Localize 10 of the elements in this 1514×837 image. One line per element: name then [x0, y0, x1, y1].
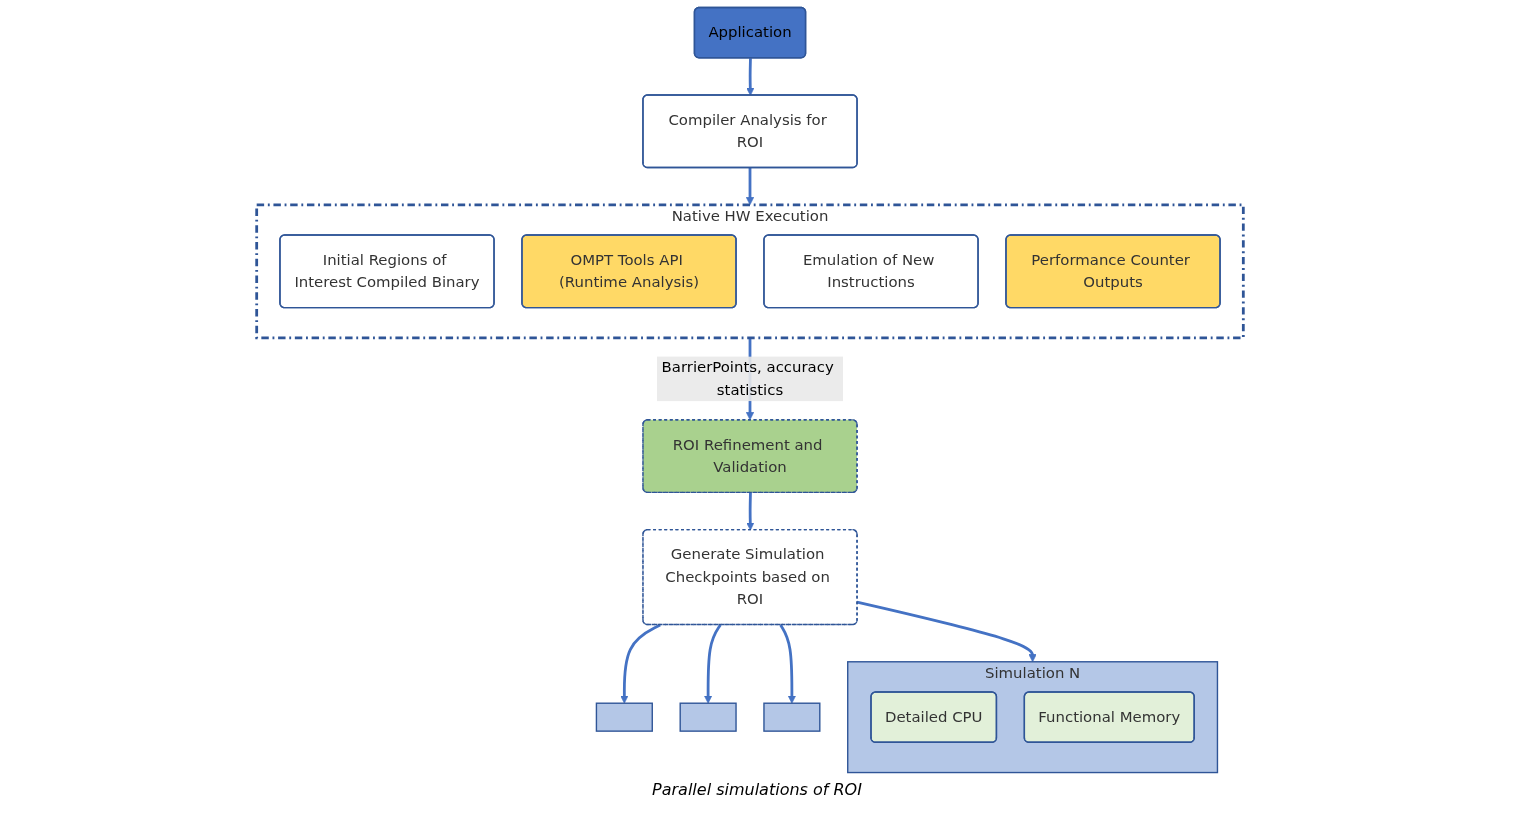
- node-box: [595, 702, 653, 732]
- arrow: [704, 624, 722, 704]
- arrow: [779, 624, 796, 704]
- arrow: [746, 58, 755, 96]
- arrow: [746, 492, 755, 531]
- arrow: [620, 623, 661, 704]
- note-text: Parallel simulations of ROI: [651, 780, 863, 799]
- node-box: [679, 702, 737, 732]
- edge-label: BarrierPoints, accuracy statistics: [661, 358, 834, 399]
- node-box: [763, 702, 821, 732]
